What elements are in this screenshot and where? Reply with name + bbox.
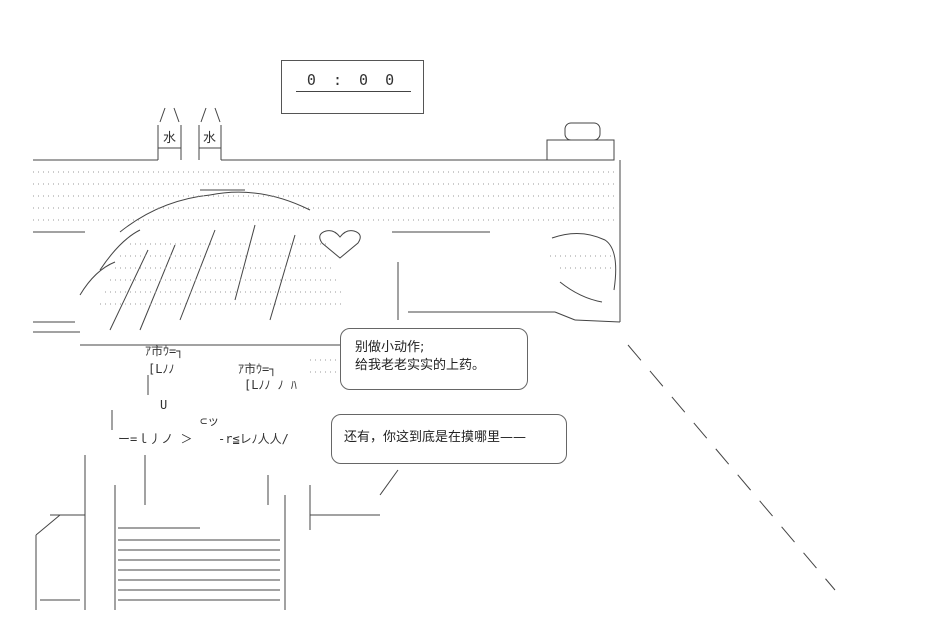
clock-time: 0 : 0 0 [306,71,399,89]
speech-bubble-1-line-2: 给我老老实实的上药。 [355,358,486,373]
speech-bubble-1: 别做小动作; 给我老老实实的上药。 [340,328,528,390]
speech-bubble-1-line-1: 别做小动作; [355,340,425,355]
bottle-1-neck-r [173,107,180,123]
dotted-shade [33,171,614,373]
aa-mouth: ー=ｌ丿ノ ＞ [118,432,193,446]
hair-9 [269,234,296,321]
aa-katakana-1: ｱ市ｳ=┐ [145,344,184,358]
aa-small-u: U [160,398,168,412]
aa-tsu: ⊂ッ [200,414,220,428]
hair-5 [109,249,149,331]
aa-face-2: [Lﾉﾉ ﾉ ﾊ [244,378,297,392]
tray-lid [564,122,601,141]
tray-box [546,139,615,161]
bottle-2-neck-l [200,107,207,123]
clock-underline [296,91,411,92]
hair-2 [209,191,311,211]
hair-7 [179,229,216,321]
hair-3 [99,229,141,271]
heart [319,230,361,259]
hair-6 [139,244,176,331]
bottle-label-1: 水 [163,131,177,146]
bottle-label-2: 水 [203,131,217,146]
dashed-ray [627,344,836,591]
arm-curve-2 [559,281,603,303]
bottle-1-neck-l [159,107,166,123]
bandage-stripes [118,539,280,601]
hair-8 [234,224,256,301]
bottle-2-neck-r [214,107,221,123]
speech-bubble-2-line-1: 还有，你这到底是在摸哪里—— [344,430,527,445]
arm-curve [551,233,617,291]
hair-4 [79,261,116,296]
aa-eq: -r≦レﾉ人人/ [218,432,289,446]
hair-1 [119,194,211,233]
clock-display: 0 : 0 0 [281,60,424,114]
aa-face-1: [Lﾉﾉ [148,362,175,376]
speech-bubble-2: 还有，你这到底是在摸哪里—— [331,414,567,464]
aa-katakana-2: ｱ市ｳ=┐ [238,362,277,376]
